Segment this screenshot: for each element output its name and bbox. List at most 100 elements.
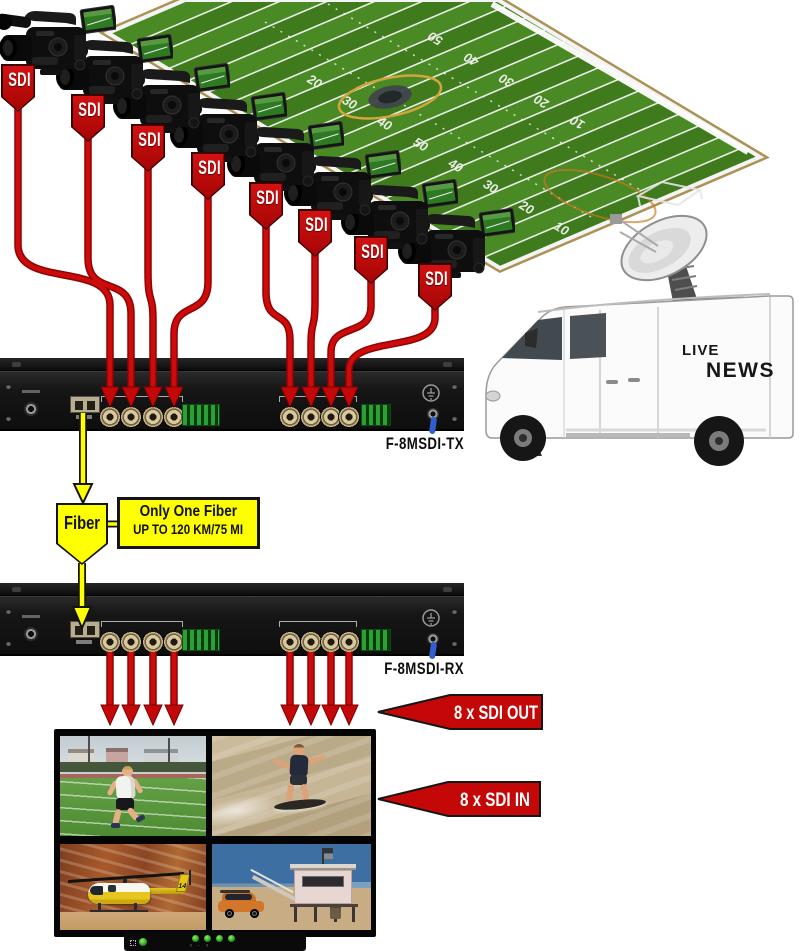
device-faceplate [0,371,464,435]
bnc-connector [142,406,164,428]
barrel [330,906,341,919]
bnc-connector [163,631,185,653]
utility-pole [88,736,90,762]
fence-line [60,772,206,774]
bnc-connector [320,406,342,428]
lifeguard-tower [250,848,366,922]
fiber-port-latch [76,640,92,644]
sdi-tag-label: SDI [7,69,31,91]
status-led [216,935,223,942]
screw [6,384,11,389]
screw [6,609,11,614]
monitor-feed-field-runner [60,736,206,836]
fiber-note-callout: Only One Fiber UP TO 120 KM/75 MI [117,497,260,549]
sdi-tag-label: SDI [137,129,161,151]
status-led [204,935,211,942]
bnc-connector [300,406,322,428]
ground-wire [428,641,438,660]
sdi-tag-4: SDI [191,152,225,200]
sdi-tag-label: SDI [304,214,328,236]
bnc-group-bracket [101,621,183,627]
fiber-tag-label: Fiber [63,513,101,533]
dc-power-jack [24,627,38,641]
screw [452,609,457,614]
sdi-in-text: 8 x SDI IN [460,790,530,811]
ground-symbol-icon [422,384,440,402]
van-body [485,293,794,456]
monitor-feed-skimboarder [212,736,371,836]
bezel-button-icons: ‹·› [190,943,214,949]
monitor-input-arrowheads [100,704,359,727]
van-live-text: LIVE [682,342,719,359]
dc-power-jack [24,402,38,416]
sdi-out-text: 8 x SDI OUT [454,703,538,724]
rack-slot [12,587,21,592]
bnc-connector [163,406,185,428]
sdi-tag-label: SDI [197,157,221,179]
news-van: LIVE NEWS [485,214,794,466]
bnc-connector [320,631,342,653]
satellite-dish-icon [610,214,745,307]
fiber-transmitter-device [0,358,464,435]
sdi-tag-label: SDI [424,268,448,290]
bnc-group-bracket [101,396,183,402]
ground-wire [428,416,438,435]
football-field: 20 30 40 50 40 30 20 10 50 40 30 20 10 [98,0,770,274]
field-overlay-circle [543,168,657,224]
rack-slot [443,362,452,367]
sdi-tag-label: SDI [255,187,279,209]
utility-pole [168,738,170,762]
bnc-connector [300,631,322,653]
fiber-note-distance: UP TO 120 KM/75 MI [133,521,244,537]
sdi-tag-label: SDI [77,99,101,121]
beach-sand [60,912,206,930]
running-boy [106,766,148,830]
hedge [60,762,206,772]
helicopter-number: 14 [177,883,187,890]
fiber-port-latch [76,415,92,419]
fiber-optic-port [70,396,100,413]
screw [452,416,457,421]
terminal-block [361,629,391,651]
ground-symbol-icon [422,609,440,627]
quad-view-monitor: 14 [54,729,376,937]
house [106,748,128,762]
sdi-tag-label: SDI [360,241,384,263]
bnc-connector [279,406,301,428]
sdi-tag-8: SDI [418,263,452,311]
rack-slot [12,362,21,367]
bnc-connector [338,406,360,428]
rack-rail [0,583,464,596]
goal-frame [635,180,703,207]
power-led [139,938,147,946]
fiber-tag: Fiber [56,503,108,565]
terminal-block [182,629,220,651]
screw [452,641,457,646]
house [144,749,178,762]
terminal-block [182,404,220,426]
device-faceplate [0,596,464,660]
power-label [22,390,40,393]
rack-slot [443,587,452,592]
center-field-logo [337,74,443,120]
sdi-in-label: 8 x SDI IN [377,781,541,817]
far-sideline-apron [490,1,750,155]
fiber-note-title: Only One Fiber [139,503,238,520]
sdi-out-label: 8 x SDI OUT [377,694,543,730]
screw [452,384,457,389]
rx-device-label: F-8MSDI-RX [384,659,464,678]
terminal-block [361,404,391,426]
fiber-receiver-device [0,583,464,660]
tx-device-label: F-8MSDI-TX [385,434,464,453]
van-wheels [500,415,744,466]
status-led [228,935,235,942]
bnc-group-bracket [279,621,357,627]
hash-marks-near [264,21,592,218]
bnc-connector [99,631,121,653]
bnc-connector [142,631,164,653]
orange-suv [218,890,268,918]
screw [6,416,11,421]
rack-rail [0,358,464,371]
skimboarding-boy [270,744,330,816]
